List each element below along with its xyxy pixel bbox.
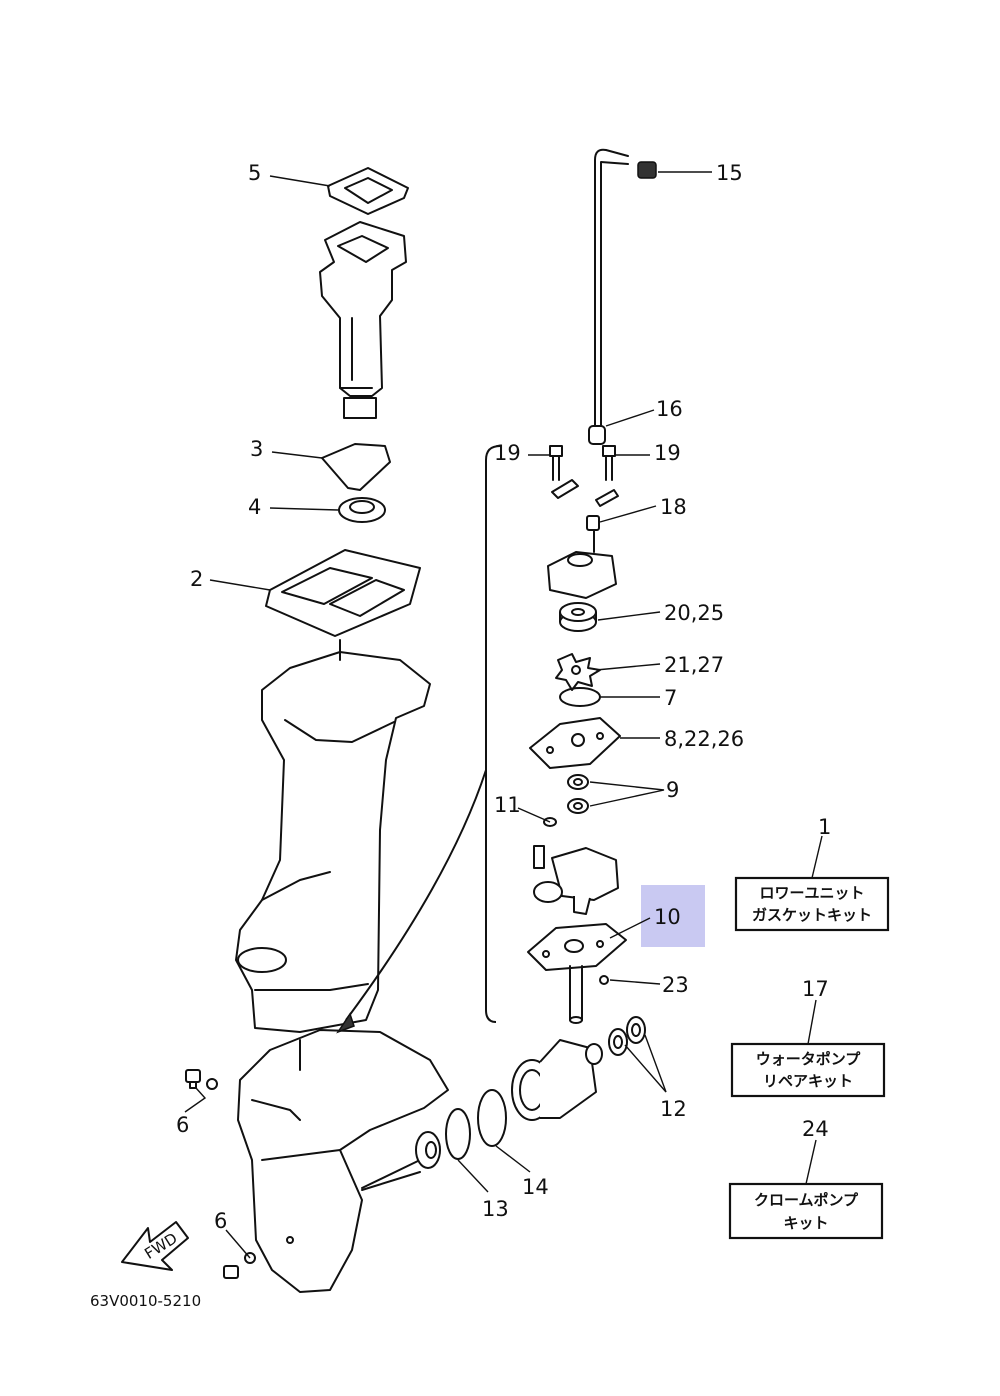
- callout-17: 17: [802, 977, 829, 1001]
- kit-box-lower-unit-gasket[interactable]: ロワーユニット ガスケットキット: [734, 876, 890, 932]
- part-10-plate[interactable]: [527, 923, 627, 971]
- callout-23: 23: [662, 973, 689, 997]
- callout-20-25: 20,25: [664, 601, 724, 625]
- kit-chrome-pump-line2: キット: [783, 1214, 828, 1232]
- kit-box-water-pump-repair[interactable]: ウォータポンプ リペアキット: [730, 1042, 886, 1098]
- callout-15: 15: [716, 161, 743, 185]
- part-13-o-ring[interactable]: [445, 1108, 471, 1160]
- kit-lower-unit-line1: ロワーユニット: [759, 884, 864, 902]
- drawing-code: 63V0010-5210: [90, 1292, 201, 1310]
- callout-16: 16: [656, 397, 683, 421]
- part-pump-housing[interactable]: [547, 529, 617, 599]
- callout-3: 3: [250, 437, 263, 461]
- callout-9: 9: [666, 778, 679, 802]
- highlight-part-10[interactable]: [641, 885, 705, 947]
- part-11-o-ring[interactable]: [543, 817, 557, 827]
- kit-chrome-pump-line1: クロームポンプ: [754, 1191, 859, 1209]
- part-upper-casing[interactable]: [235, 639, 431, 1033]
- callout-19-right: 19: [654, 441, 681, 465]
- part-lower-casing[interactable]: [237, 1029, 449, 1293]
- part-6-bolt-upper[interactable]: [185, 1069, 218, 1090]
- callout-6-lower: 6: [214, 1209, 227, 1233]
- part-21-impeller[interactable]: [555, 653, 601, 691]
- callout-2: 2: [190, 567, 203, 591]
- kit-box-chrome-pump[interactable]: クロームポンプ キット: [728, 1182, 884, 1240]
- part-19-bolts[interactable]: [549, 445, 616, 481]
- part-4-seal[interactable]: [338, 497, 386, 523]
- part-6-bolt-lower[interactable]: [223, 1252, 256, 1279]
- part-14-o-ring[interactable]: [477, 1089, 507, 1147]
- part-12-bearings[interactable]: [585, 1016, 646, 1065]
- fwd-arrow-icon: FWD: [121, 1221, 189, 1271]
- kit-water-pump-line1: ウォータポンプ: [756, 1050, 862, 1068]
- part-plates[interactable]: [551, 479, 619, 507]
- part-8-gasket[interactable]: [529, 717, 621, 769]
- callout-10: 10: [654, 905, 681, 929]
- callout-1: 1: [818, 815, 831, 839]
- callout-18: 18: [660, 495, 687, 519]
- part-20-cartridge[interactable]: [559, 602, 597, 632]
- callout-8-22-26: 8,22,26: [664, 727, 744, 751]
- callout-24: 24: [802, 1117, 829, 1141]
- part-2-gasket[interactable]: [265, 549, 421, 637]
- callout-7: 7: [664, 686, 677, 710]
- part-propeller-shaft-housing[interactable]: [511, 1039, 597, 1121]
- callout-19-left: 19: [494, 441, 521, 465]
- callout-13: 13: [482, 1197, 509, 1221]
- part-drive-shaft[interactable]: [569, 965, 583, 1024]
- part-3-gasket[interactable]: [321, 443, 391, 491]
- part-18-insert[interactable]: [586, 515, 600, 531]
- leader-lines: [184, 171, 823, 1259]
- callout-21-27: 21,27: [664, 653, 724, 677]
- part-water-tube[interactable]: [594, 148, 657, 431]
- callout-11: 11: [494, 793, 521, 817]
- callout-12: 12: [660, 1097, 687, 1121]
- part-7-o-ring[interactable]: [559, 687, 601, 707]
- callout-6-upper: 6: [176, 1113, 189, 1137]
- part-lower-pump-body[interactable]: [533, 845, 619, 915]
- part-5-gasket[interactable]: [327, 167, 409, 215]
- part-23-pin[interactable]: [599, 975, 609, 985]
- callout-14: 14: [522, 1175, 549, 1199]
- callout-4: 4: [248, 495, 261, 519]
- part-13-seal[interactable]: [361, 1131, 441, 1189]
- kit-water-pump-line2: リペアキット: [763, 1072, 853, 1090]
- part-16-grommet[interactable]: [588, 425, 606, 445]
- kit-lower-unit-line2: ガスケットキット: [752, 906, 872, 924]
- callout-5: 5: [248, 161, 261, 185]
- part-9-bearings[interactable]: [567, 774, 589, 814]
- part-exhaust-guide[interactable]: [319, 221, 407, 419]
